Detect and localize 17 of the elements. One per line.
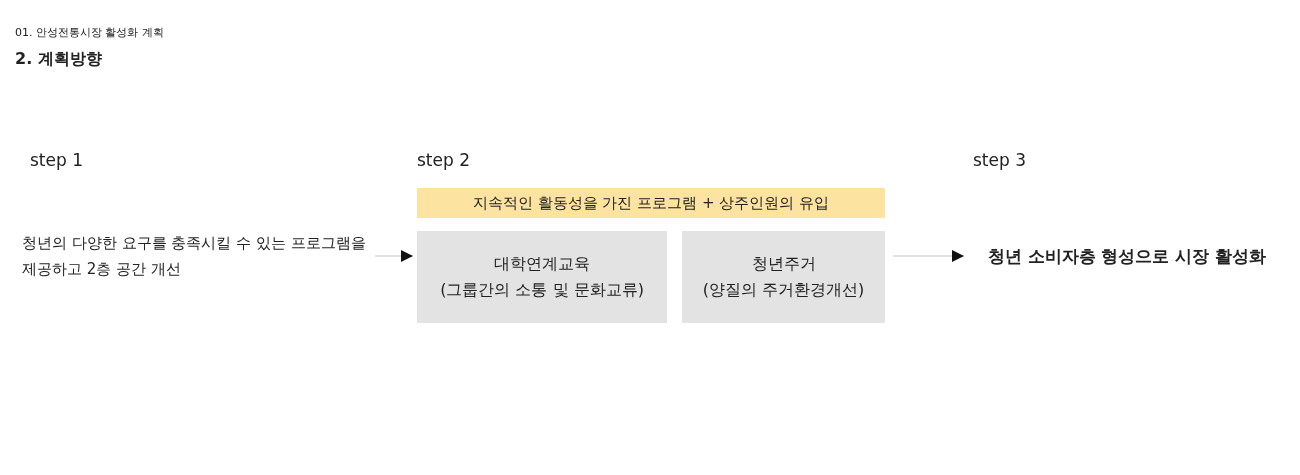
program-box	[682, 231, 885, 323]
box-text: 지속적인 활동성을 가진 프로그램 + 상주인원의 유입	[472, 193, 830, 214]
page-title: 2. 계획방향	[15, 49, 102, 70]
arrow	[892, 250, 965, 262]
step-label: step 2	[417, 150, 470, 170]
step-label: step 3	[973, 150, 1026, 170]
program-box	[417, 231, 667, 323]
section-header: 01. 안성전통시장 활성화 계획	[15, 25, 164, 40]
result-text: 청년 소비자층 형성으로 시장 활성화	[987, 245, 1267, 268]
box-text: 대학연계교육	[494, 253, 590, 275]
box-text: (양질의 주거환경개선)	[702, 279, 865, 301]
box-text: (그룹간의 소통 및 문화교류)	[440, 279, 644, 301]
highlight-band	[417, 188, 885, 218]
box-text: 청년주거	[751, 253, 816, 275]
arrow	[374, 250, 414, 262]
description-text: 청년의 다양한 요구를 충족시킬 수 있는 프로그램을 제공하고 2층 공간 개선	[22, 233, 367, 280]
step-label: step 1	[30, 150, 83, 170]
